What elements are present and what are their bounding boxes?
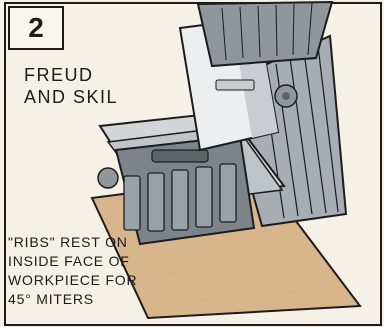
caption-line-3: WORKPIECE FOR — [8, 271, 158, 290]
left-knob[interactable] — [98, 168, 118, 188]
caption-line-2: INSIDE FACE OF — [8, 252, 158, 271]
motor-vent — [216, 80, 254, 90]
brand-label-line-1: FREUD — [24, 64, 134, 86]
caption-line-1: "RIBS" REST ON — [8, 233, 158, 252]
caption-line-4: 45° MITERS — [8, 290, 158, 309]
grip-band — [198, 2, 332, 66]
brand-label: FREUD AND SKIL — [24, 64, 134, 108]
right-knob-center — [282, 92, 290, 100]
caption: "RIBS" REST ON INSIDE FACE OF WORKPIECE … — [8, 233, 158, 309]
brand-label-line-2: AND SKIL — [24, 86, 134, 108]
bracket-slot — [152, 150, 208, 162]
